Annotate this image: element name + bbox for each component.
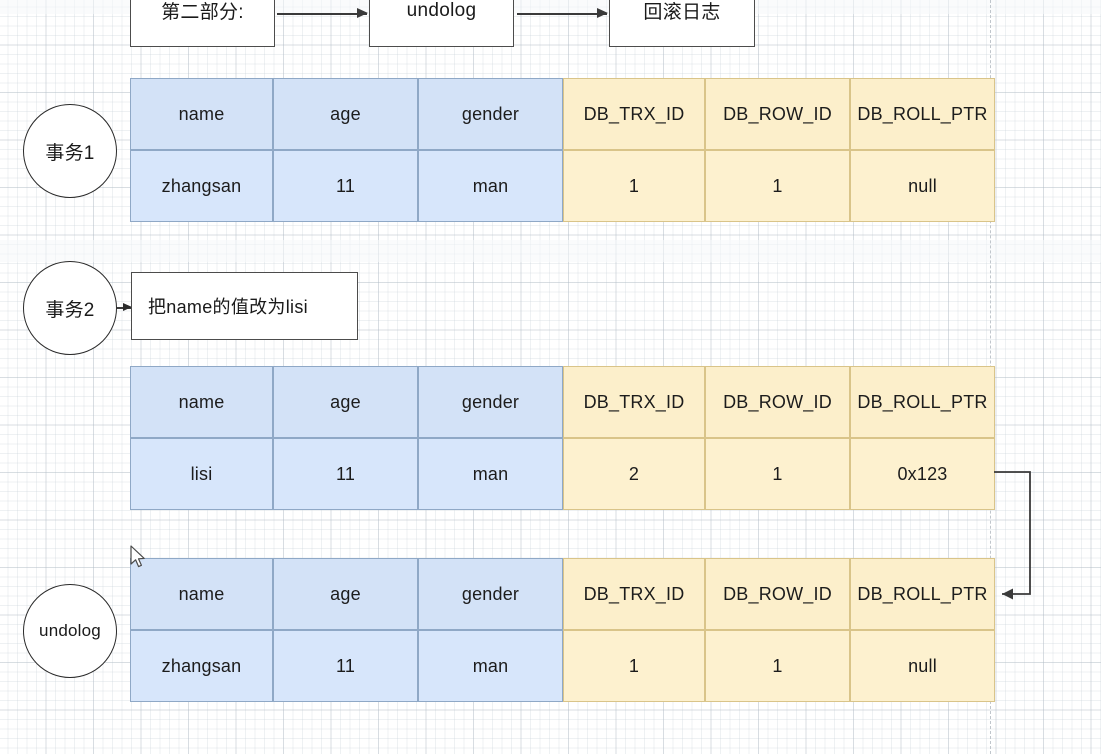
cell-db-row-id: 1 [705,150,850,222]
cell-gender: man [418,438,563,510]
roll-pointer-connector [994,471,1031,600]
cell-age: 11 [273,438,418,510]
table-undolog[interactable]: name age gender DB_TRX_ID DB_ROW_ID DB_R… [130,558,995,702]
note-box-update-name[interactable]: 把name的值改为lisi [131,272,358,340]
cell-gender: man [418,150,563,222]
note-box-text: 把name的值改为lisi [148,297,308,317]
table-txn2-data-row: lisi 11 man 2 1 0x123 [130,438,995,510]
cell-db-trx-id: 1 [563,630,705,702]
header-cell-db-trx-id: DB_TRX_ID [563,78,705,150]
cell-db-row-id: 1 [705,438,850,510]
undolog-flow-box[interactable]: undolog [369,0,514,47]
rollback-log-text: 回滚日志 [643,2,721,23]
table-undolog-data-row: zhangsan 11 man 1 1 null [130,630,995,702]
header-cell-age: age [273,78,418,150]
cell-name: zhangsan [130,150,273,222]
table-txn1-header-row: name age gender DB_TRX_ID DB_ROW_ID DB_R… [130,78,995,150]
table-txn1-data-row: zhangsan 11 man 1 1 null [130,150,995,222]
header-cell-db-trx-id: DB_TRX_ID [563,366,705,438]
header-cell-gender: gender [418,366,563,438]
rollback-log-box[interactable]: 回滚日志 [609,0,755,47]
marker-label-undolog: undolog [39,621,101,640]
cell-age: 11 [273,630,418,702]
part-label-box[interactable]: 第二部分: [130,0,275,47]
cell-db-trx-id: 2 [563,438,705,510]
marker-circle-undolog[interactable]: undolog [23,584,117,678]
cell-name: lisi [130,438,273,510]
table-txn1[interactable]: name age gender DB_TRX_ID DB_ROW_ID DB_R… [130,78,995,222]
marker-label-txn1: 事务1 [45,142,95,164]
table-undolog-header-row: name age gender DB_TRX_ID DB_ROW_ID DB_R… [130,558,995,630]
marker-circle-txn2[interactable]: 事务2 [23,261,117,355]
header-cell-name: name [130,366,273,438]
cell-db-row-id: 1 [705,630,850,702]
connector-path [994,471,1031,595]
table-txn2-header-row: name age gender DB_TRX_ID DB_ROW_ID DB_R… [130,366,995,438]
header-cell-db-row-id: DB_ROW_ID [705,558,850,630]
header-cell-age: age [273,558,418,630]
cell-db-roll-ptr: null [850,150,995,222]
part-label-text: 第二部分: [161,2,244,23]
cell-gender: man [418,630,563,702]
header-cell-gender: gender [418,558,563,630]
undolog-box-text: undolog [406,0,477,21]
header-cell-db-trx-id: DB_TRX_ID [563,558,705,630]
header-cell-age: age [273,366,418,438]
table-txn2[interactable]: name age gender DB_TRX_ID DB_ROW_ID DB_R… [130,366,995,510]
marker-label-txn2: 事务2 [45,299,95,321]
header-cell-db-row-id: DB_ROW_ID [705,366,850,438]
cell-db-trx-id: 1 [563,150,705,222]
header-cell-name: name [130,78,273,150]
header-cell-db-roll-ptr: DB_ROLL_PTR [850,558,995,630]
cell-name: zhangsan [130,630,273,702]
arrow-part-to-undolog [277,8,368,18]
arrow-undolog-to-rollback [517,8,608,18]
marker-circle-txn1[interactable]: 事务1 [23,104,117,198]
connector-arrowhead [1002,588,1013,600]
background-band-mid [0,240,1101,262]
header-cell-name: name [130,558,273,630]
header-cell-db-roll-ptr: DB_ROLL_PTR [850,366,995,438]
cell-age: 11 [273,150,418,222]
header-cell-gender: gender [418,78,563,150]
cell-db-roll-ptr: 0x123 [850,438,995,510]
header-cell-db-row-id: DB_ROW_ID [705,78,850,150]
header-cell-db-roll-ptr: DB_ROLL_PTR [850,78,995,150]
cell-db-roll-ptr: null [850,630,995,702]
mouse-cursor-icon [130,545,145,568]
arrow-txn2-to-note [117,303,132,311]
